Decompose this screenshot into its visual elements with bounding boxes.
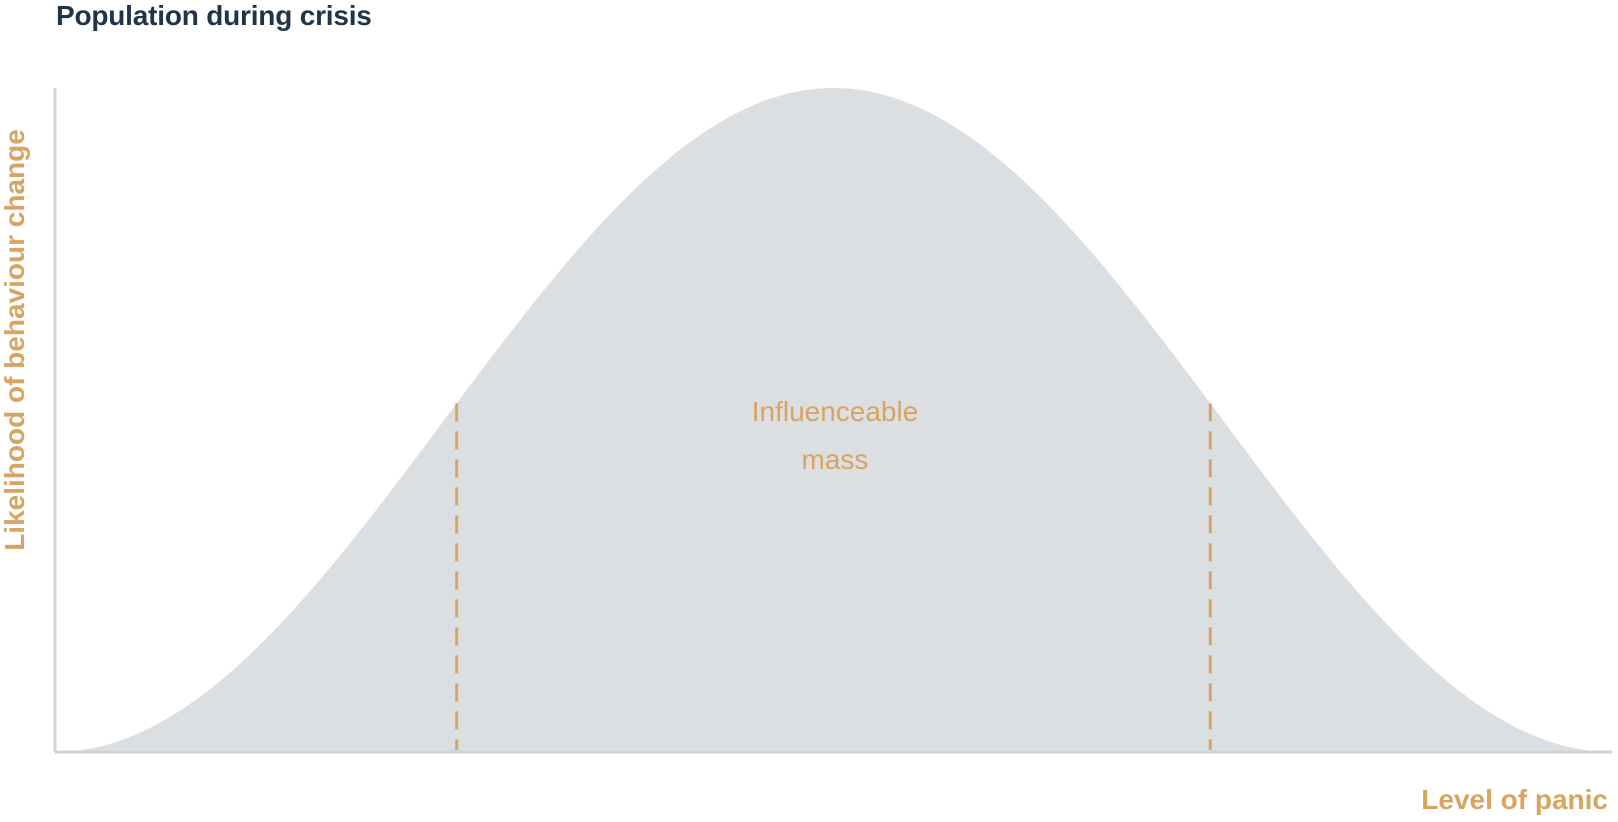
y-axis-label: Likelihood of behaviour change: [0, 129, 30, 551]
annotation-line-2: mass: [801, 444, 869, 475]
chart-title: Population during crisis: [56, 0, 372, 31]
x-axis-label: Level of panic: [1421, 784, 1608, 815]
annotation-line-1: Influenceable: [751, 396, 919, 427]
bell-area: [55, 88, 1612, 752]
band-annotation: Influenceable mass: [752, 388, 919, 484]
